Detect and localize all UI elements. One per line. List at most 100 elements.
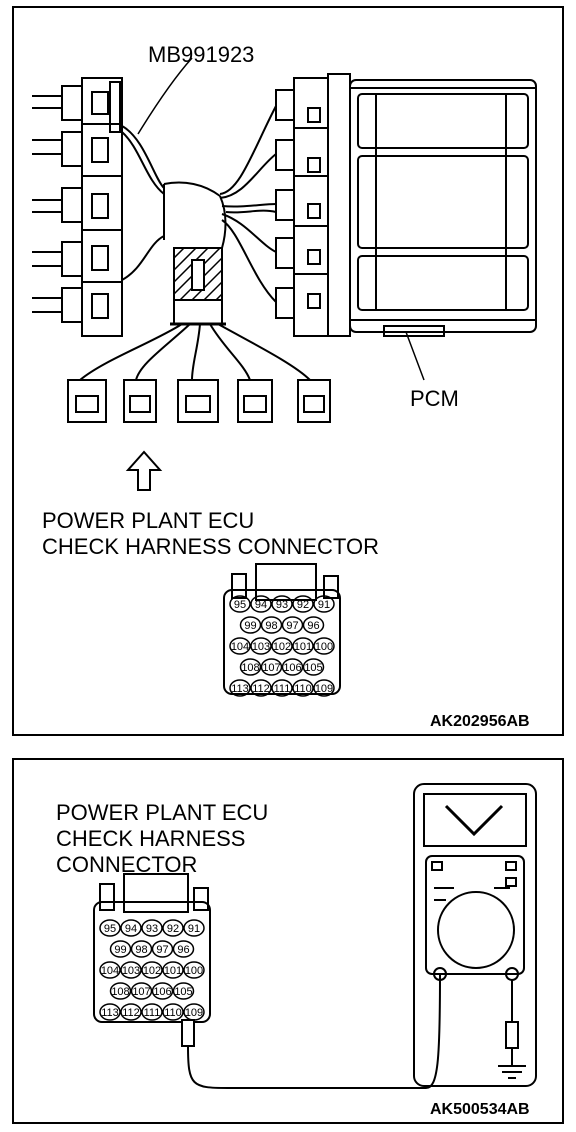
pin-circle bbox=[162, 919, 184, 937]
pin-circle bbox=[151, 982, 174, 1000]
pin-circle bbox=[99, 919, 121, 937]
pin-number: 98 bbox=[135, 944, 147, 956]
pin-circle bbox=[120, 919, 142, 937]
connector-title-line: POWER PLANT ECU bbox=[42, 508, 255, 533]
figure-code: AK500534AB bbox=[430, 1101, 530, 1118]
pin-number: 99 bbox=[114, 944, 126, 956]
harness-left bbox=[121, 125, 165, 281]
pin-number: 94 bbox=[255, 599, 267, 611]
pin-circle bbox=[260, 658, 283, 676]
connector-title: POWER PLANT ECU CHECK HARNESS CONNECTOR bbox=[56, 800, 268, 878]
pin-circle bbox=[151, 940, 174, 958]
pin-circle bbox=[172, 982, 195, 1000]
pin-number: 110 bbox=[164, 1007, 182, 1019]
pin-number: 108 bbox=[241, 662, 259, 674]
pin-number: 92 bbox=[167, 923, 179, 935]
pin-number: 100 bbox=[185, 965, 203, 977]
check-connectors-row bbox=[67, 379, 331, 423]
pin-number: 101 bbox=[164, 965, 182, 977]
pin-circle bbox=[292, 637, 314, 655]
pin-circle bbox=[141, 961, 163, 979]
pin-circle bbox=[120, 961, 142, 979]
pin-circle bbox=[229, 595, 251, 613]
pin-number: 91 bbox=[188, 923, 200, 935]
pinout-connector-bottom bbox=[93, 873, 211, 1023]
pin-number: 110 bbox=[294, 683, 312, 695]
pin-number: 106 bbox=[283, 662, 301, 674]
pin-circle bbox=[99, 1003, 121, 1021]
pin-circle bbox=[281, 616, 304, 634]
pin-circle bbox=[271, 679, 293, 697]
pin-circle bbox=[250, 595, 272, 613]
pin-circle bbox=[250, 637, 272, 655]
pcm-leader-line bbox=[405, 331, 425, 381]
pin-number: 103 bbox=[252, 641, 270, 653]
pin-circle bbox=[313, 595, 335, 613]
pin-circle bbox=[162, 961, 184, 979]
connector-title-line: POWER PLANT ECU bbox=[56, 800, 269, 825]
centre-bundle bbox=[163, 181, 227, 326]
pin-number: 100 bbox=[315, 641, 333, 653]
pin-circle bbox=[313, 637, 335, 655]
figure-code: AK202956AB bbox=[430, 713, 530, 730]
pin-number: 97 bbox=[286, 620, 298, 632]
pin-circle bbox=[229, 679, 251, 697]
pin-number: 113 bbox=[101, 1007, 119, 1019]
pin-number: 108 bbox=[111, 986, 129, 998]
harness-right bbox=[219, 105, 277, 303]
pin-circle bbox=[292, 679, 314, 697]
pin-circle bbox=[302, 616, 325, 634]
pin-circle bbox=[313, 679, 335, 697]
pin-number: 97 bbox=[156, 944, 168, 956]
pcm-body bbox=[327, 73, 537, 337]
pin-number: 107 bbox=[132, 986, 150, 998]
pin-number: 104 bbox=[101, 965, 119, 977]
pin-number: 104 bbox=[231, 641, 249, 653]
ground-lead bbox=[505, 980, 519, 1066]
pin-circle bbox=[229, 637, 251, 655]
pin-number: 109 bbox=[185, 1007, 203, 1019]
pin-number: 102 bbox=[273, 641, 291, 653]
pin-circle bbox=[302, 658, 325, 676]
harness-bottom bbox=[79, 323, 311, 381]
pin-number: 98 bbox=[265, 620, 277, 632]
connector-title: POWER PLANT ECU CHECK HARNESS CONNECTOR bbox=[42, 508, 379, 560]
pin-circle bbox=[141, 1003, 163, 1021]
ground-icon bbox=[498, 1065, 526, 1079]
harness-diagram: 9594939291999897961041031021011001081071… bbox=[32, 57, 537, 697]
pin-circle bbox=[239, 658, 262, 676]
pin-circle bbox=[130, 982, 153, 1000]
tool-label: MB991923 bbox=[148, 42, 255, 67]
pin-circle bbox=[250, 679, 272, 697]
pin-number: 107 bbox=[262, 662, 280, 674]
pin-number: 93 bbox=[276, 599, 288, 611]
pin-circle bbox=[183, 919, 205, 937]
pin-circle bbox=[292, 595, 314, 613]
pin-circle bbox=[271, 637, 293, 655]
pin-circle bbox=[109, 940, 132, 958]
pin-number: 105 bbox=[174, 986, 192, 998]
pin-circle bbox=[99, 961, 121, 979]
pin-number: 96 bbox=[307, 620, 319, 632]
pin-number: 111 bbox=[144, 1007, 161, 1019]
multimeter bbox=[413, 783, 537, 1087]
pin-circle bbox=[239, 616, 262, 634]
pin-circle bbox=[141, 919, 163, 937]
pin-circle bbox=[260, 616, 283, 634]
left-wires bbox=[32, 95, 62, 313]
pin-number: 112 bbox=[122, 1007, 140, 1019]
pin-circle bbox=[130, 940, 153, 958]
pin-number: 93 bbox=[146, 923, 158, 935]
pcm-connectors bbox=[275, 77, 329, 337]
pin-circle bbox=[162, 1003, 184, 1021]
pin-number: 95 bbox=[104, 923, 116, 935]
pin-number: 96 bbox=[177, 944, 189, 956]
tool-leader-line bbox=[137, 57, 193, 135]
connector-title-line: CHECK HARNESS bbox=[56, 826, 246, 851]
pinout-connector-top bbox=[223, 563, 341, 695]
